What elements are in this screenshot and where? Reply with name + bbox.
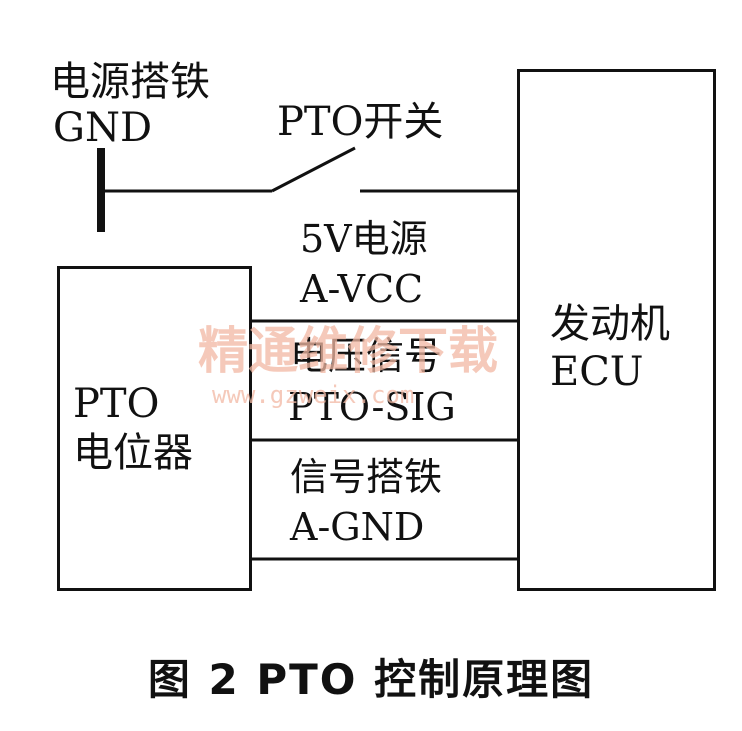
vcc-label-en: A-VCC bbox=[300, 267, 424, 311]
watermark-url: www.gzweix.com bbox=[212, 381, 415, 409]
pot-label-line2: 电位器 bbox=[73, 430, 193, 476]
gnd-label-cn: 电源搭铁 bbox=[50, 59, 210, 105]
sig-label-en: PTO-SIG bbox=[288, 385, 456, 429]
pto-potentiometer-box bbox=[57, 266, 252, 591]
pto-switch-label: PTO开关 bbox=[277, 99, 444, 145]
switch-blade bbox=[271, 146, 356, 193]
figure-caption: 图 2 PTO 控制原理图 bbox=[147, 655, 595, 704]
watermark-text: 精通维修下载 bbox=[198, 322, 498, 380]
engine-ecu-box bbox=[517, 69, 716, 591]
ecu-label-line1: 发动机 bbox=[550, 301, 670, 347]
agnd-label-cn: 信号搭铁 bbox=[290, 455, 443, 499]
gnd-label-en: GND bbox=[53, 105, 153, 151]
agnd-label-en: A-GND bbox=[290, 505, 425, 549]
sig-label-cn: 电压信号 bbox=[290, 334, 443, 378]
pot-label-line1: PTO bbox=[73, 381, 160, 427]
ecu-label-line2: ECU bbox=[550, 349, 644, 395]
vcc-label-cn: 5V电源 bbox=[300, 217, 428, 261]
